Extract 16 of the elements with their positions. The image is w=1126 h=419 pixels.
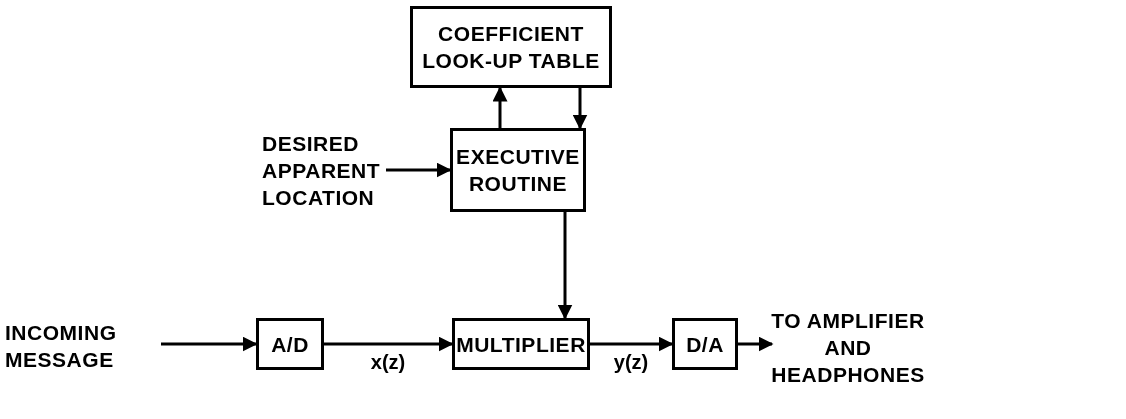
io-label: TO AMPLIFIER AND HEADPHONES	[772, 280, 924, 414]
arrow	[572, 88, 588, 130]
io-label: INCOMING MESSAGE	[5, 318, 161, 374]
arrow	[492, 86, 508, 128]
arrow	[738, 336, 774, 352]
io-label: DESIRED APPARENT LOCATION	[262, 126, 386, 214]
process-box: D/A	[672, 318, 738, 370]
process-box: A/D	[256, 318, 324, 370]
process-box: COEFFICIENT LOOK-UP TABLE	[410, 6, 612, 88]
arrow	[557, 212, 573, 320]
arrow	[590, 336, 674, 352]
arrow	[324, 336, 454, 352]
arrow	[161, 336, 258, 352]
arrow	[386, 162, 452, 178]
process-box: MULTIPLIER	[452, 318, 590, 370]
process-box: EXECUTIVE ROUTINE	[450, 128, 586, 212]
